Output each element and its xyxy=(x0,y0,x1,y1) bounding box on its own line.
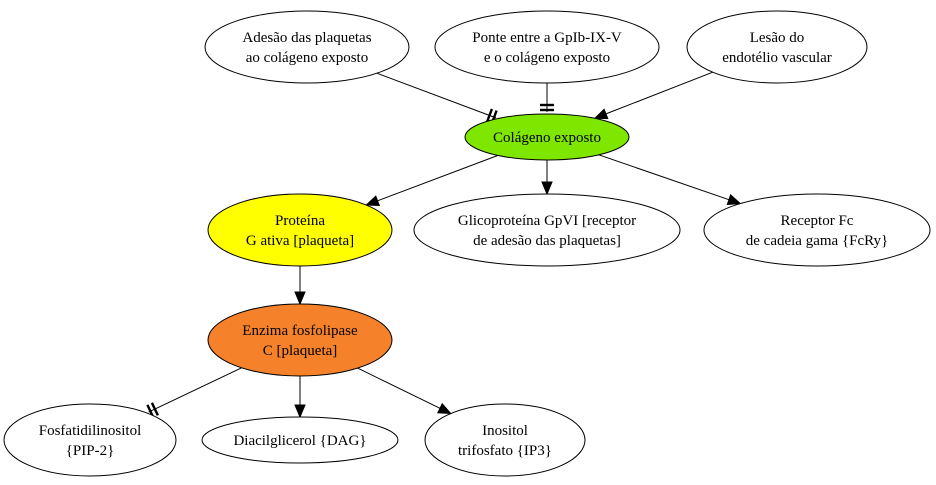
node-fc: Receptor Fc de cadeia gama {FcRy} xyxy=(703,193,931,267)
node-label-line: Fosfatidilinositol xyxy=(39,423,142,439)
tee-bar xyxy=(150,402,159,416)
node-label-line: Colágeno exposto xyxy=(493,130,601,146)
node-label-line: Proteína xyxy=(275,213,325,229)
node-label-line: Diacilglicerol {DAG} xyxy=(233,433,366,449)
node-label-line: trifosfato {IP3} xyxy=(458,443,552,459)
edge-fosfolipase-to-pip2 xyxy=(146,367,242,419)
node-label-line: e o colágeno exposto xyxy=(484,50,610,66)
arrow-head xyxy=(294,291,306,306)
edges-layer xyxy=(146,71,742,419)
arrow-head xyxy=(437,402,452,415)
node-ponte: Ponte entre a GpIb-IX-V e o colágeno expo… xyxy=(434,10,660,84)
node-fosfolipase: Enzima fosfolipase C [plaqueta] xyxy=(207,303,393,377)
edge-colageno-to-gpvi xyxy=(541,160,553,196)
node-ellipse xyxy=(204,10,410,84)
tee-bar xyxy=(485,108,494,123)
node-label-line: de cadeia gama {FcRy} xyxy=(746,233,889,249)
node-adesao: Adesão das plaquetas ao colágeno exposto xyxy=(204,10,410,84)
node-ellipse xyxy=(413,193,681,267)
edge-line xyxy=(605,71,713,115)
node-label-line: de adesão das plaquetas] xyxy=(473,233,621,249)
arrow-head xyxy=(541,181,553,196)
node-ellipse xyxy=(201,416,399,464)
edge-proteina-to-fosfolipase xyxy=(294,266,306,306)
node-label-line: Inositol xyxy=(482,423,528,439)
node-label-line: G ativa [plaqueta] xyxy=(246,233,354,249)
arrow-head xyxy=(294,404,306,419)
node-label-line: endotélio vascular xyxy=(722,50,832,66)
edge-lesao-to-colageno xyxy=(593,71,713,120)
node-ellipse xyxy=(207,193,393,267)
node-pip2: Fosfatidilinositol {PIP-2} xyxy=(3,403,177,477)
node-label-line: ao colágeno exposto xyxy=(246,50,368,66)
node-label-line: {PIP-2} xyxy=(66,443,115,459)
edge-colageno-to-proteina xyxy=(365,154,499,207)
edge-colageno-to-fc xyxy=(598,154,742,205)
node-proteina: Proteína G ativa [plaqueta] xyxy=(207,193,393,267)
node-label-line: Receptor Fc xyxy=(781,213,854,229)
edge-fosfolipase-to-ip3 xyxy=(357,367,452,415)
edge-adesao-to-colageno xyxy=(376,72,498,125)
node-colageno: Colágeno exposto xyxy=(464,113,630,161)
node-ellipse xyxy=(207,303,393,377)
node-label-line: Lesão do xyxy=(750,30,805,46)
node-lesao: Lesão do endotélio vascular xyxy=(686,10,868,84)
edge-line xyxy=(377,154,499,202)
node-ellipse xyxy=(434,10,660,84)
node-ellipse xyxy=(703,193,931,267)
node-label-line: Glicoproteína GpVI [receptor xyxy=(458,213,636,229)
edge-line xyxy=(148,367,242,413)
edge-line xyxy=(376,72,497,119)
edge-line xyxy=(357,367,441,409)
arrow-head xyxy=(593,108,609,120)
node-ellipse xyxy=(686,10,868,84)
arrow-head xyxy=(726,194,742,205)
arrow-head xyxy=(365,195,381,207)
node-label-line: Ponte entre a GpIb-IX-V xyxy=(472,30,622,46)
edge-ponte-to-colageno xyxy=(540,83,554,112)
node-ip3: Inositol trifosfato {IP3} xyxy=(424,403,586,477)
edge-fosfolipase-to-dag xyxy=(294,376,306,419)
node-dag: Diacilglicerol {DAG} xyxy=(201,416,399,464)
node-gpvi: Glicoproteína GpVI [receptor de adesão da… xyxy=(413,193,681,267)
edge-line xyxy=(598,154,730,201)
node-label-line: Enzima fosfolipase xyxy=(242,323,358,339)
node-label-line: Adesão das plaquetas xyxy=(242,30,371,46)
node-ellipse xyxy=(3,403,177,477)
node-ellipse xyxy=(464,113,630,161)
node-ellipse xyxy=(424,403,586,477)
node-label-line: C [plaqueta] xyxy=(263,343,338,359)
